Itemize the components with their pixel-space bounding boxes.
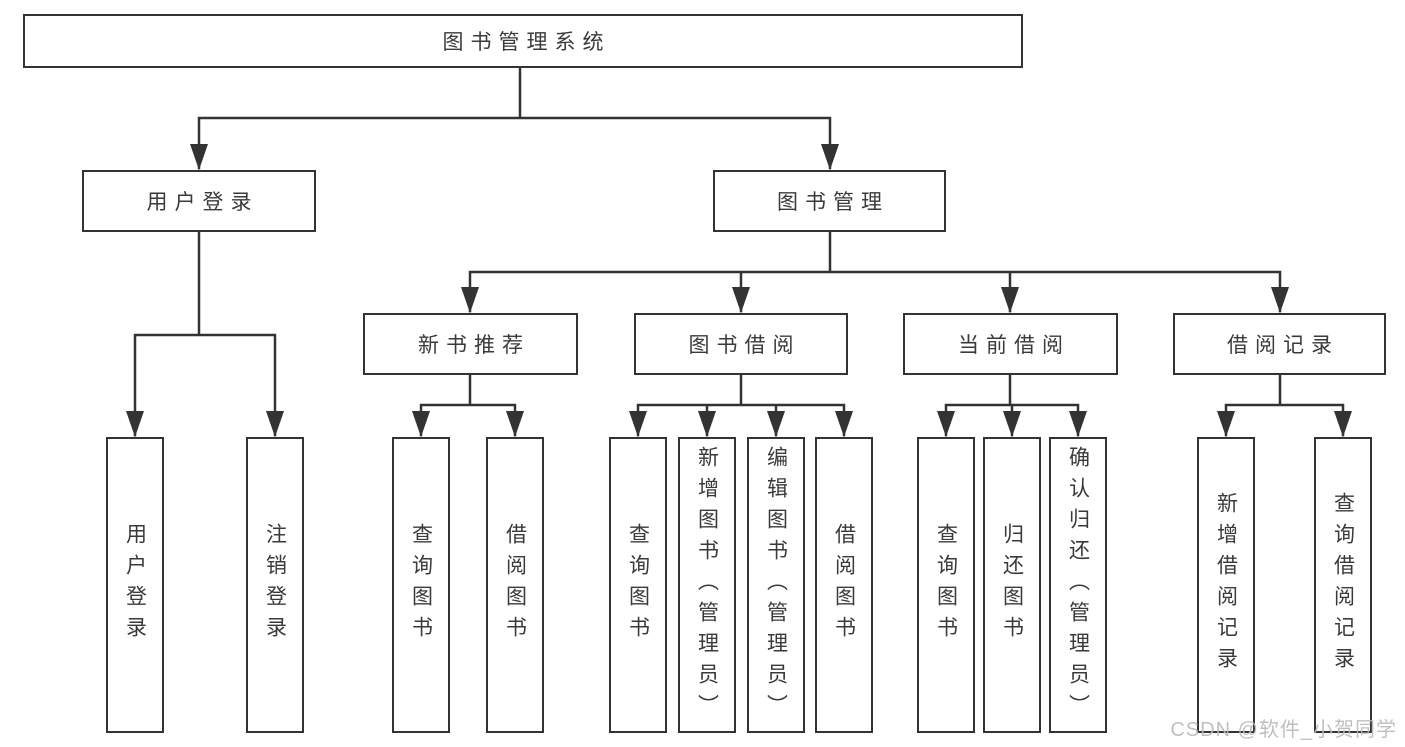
leaf-query-borrow-record-label: 查询借阅记录 xyxy=(1331,492,1355,678)
node-new-book-recommend-label: 新书推荐 xyxy=(418,334,530,357)
leaf-user-login: 用户登录 xyxy=(106,437,164,733)
leaf-return-books-label: 归还图书 xyxy=(1000,523,1024,647)
leaf-query-books-current: 查询图书 xyxy=(917,437,975,733)
leaf-query-books-current-label: 查询图书 xyxy=(934,523,958,647)
leaf-borrow-books-borrow-label: 借阅图书 xyxy=(832,523,856,647)
node-user-login-label: 用户登录 xyxy=(146,191,259,214)
leaf-borrow-books-borrow: 借阅图书 xyxy=(815,437,873,733)
node-book-management-label: 图书管理 xyxy=(777,191,889,214)
leaf-borrow-books-recommend: 借阅图书 xyxy=(486,437,544,733)
leaf-query-books-borrow: 查询图书 xyxy=(609,437,667,733)
leaf-add-book-admin-label: 新增图书（管理员） xyxy=(695,445,719,725)
leaf-logout-login: 注销登录 xyxy=(246,437,304,733)
node-borrow-records: 借阅记录 xyxy=(1173,313,1386,375)
node-root: 图书管理系统 xyxy=(23,14,1023,68)
node-user-login: 用户登录 xyxy=(82,170,316,232)
node-new-book-recommend: 新书推荐 xyxy=(363,313,578,375)
node-current-borrow: 当前借阅 xyxy=(903,313,1118,375)
leaf-query-books-recommend-label: 查询图书 xyxy=(409,523,433,647)
node-book-borrow: 图书借阅 xyxy=(634,313,848,375)
leaf-query-borrow-record: 查询借阅记录 xyxy=(1314,437,1372,733)
leaf-query-books-recommend: 查询图书 xyxy=(392,437,450,733)
leaf-confirm-return-admin-label: 确认归还（管理员） xyxy=(1066,445,1090,725)
leaf-query-books-borrow-label: 查询图书 xyxy=(626,523,650,647)
node-root-label: 图书管理系统 xyxy=(442,31,611,54)
leaf-add-book-admin: 新增图书（管理员） xyxy=(678,437,736,733)
leaf-confirm-return-admin: 确认归还（管理员） xyxy=(1049,437,1107,733)
connector-paths xyxy=(133,66,1345,437)
leaf-edit-book-admin-label: 编辑图书（管理员） xyxy=(764,445,788,725)
node-book-management: 图书管理 xyxy=(713,170,946,232)
leaf-add-borrow-record-label: 新增借阅记录 xyxy=(1214,492,1238,678)
leaf-user-login-label: 用户登录 xyxy=(123,523,147,647)
node-current-borrow-label: 当前借阅 xyxy=(958,334,1070,357)
leaf-borrow-books-recommend-label: 借阅图书 xyxy=(503,523,527,647)
leaf-return-books: 归还图书 xyxy=(983,437,1041,733)
leaf-logout-login-label: 注销登录 xyxy=(263,523,287,647)
leaf-edit-book-admin: 编辑图书（管理员） xyxy=(747,437,805,733)
node-book-borrow-label: 图书借阅 xyxy=(688,334,801,357)
leaf-add-borrow-record: 新增借阅记录 xyxy=(1197,437,1255,733)
node-borrow-records-label: 借阅记录 xyxy=(1227,334,1339,357)
watermark: CSDN @软件_小贺同学 xyxy=(1170,719,1397,741)
